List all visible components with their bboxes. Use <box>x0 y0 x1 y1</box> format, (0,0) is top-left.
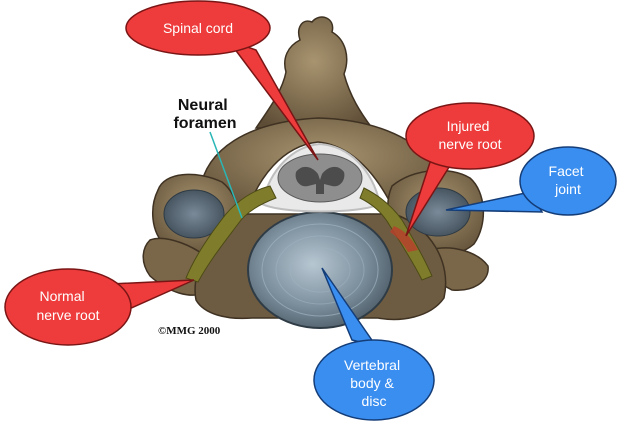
neural-foramen-pointer <box>209 131 243 219</box>
injury-mark <box>390 226 418 252</box>
copyright-text: ©MMG 2000 <box>158 325 221 337</box>
callout-spinal-cord-text: Spinal cord <box>163 20 233 36</box>
left-facet-surface <box>163 189 225 239</box>
nerve-roots <box>185 185 433 283</box>
callout-vertebral-body-disc: Vertebral body & disc <box>313 267 435 421</box>
callout-vertebral-body-disc-text: Vertebral body & disc <box>344 357 404 409</box>
callout-injured-nerve-root-text: Injured nerve root <box>438 118 501 152</box>
callout-normal-nerve-root-text: Normal nerve root <box>36 288 99 323</box>
callout-facet-joint-text: Facet joint <box>549 163 588 197</box>
spinous-process <box>254 16 374 129</box>
callout-injured-nerve-root: Injured nerve root <box>405 102 535 237</box>
callout-spinal-cord: Spinal cord <box>125 0 319 161</box>
normal-nerve-root <box>185 185 277 283</box>
spinal-cord <box>277 153 363 203</box>
neural-foramen-label: Neural foramen <box>173 97 236 132</box>
disc <box>247 211 393 329</box>
callout-normal-nerve-root: Normal nerve root <box>4 268 195 346</box>
grey-matter <box>295 166 345 194</box>
callout-facet-joint: Facet joint <box>445 146 617 216</box>
